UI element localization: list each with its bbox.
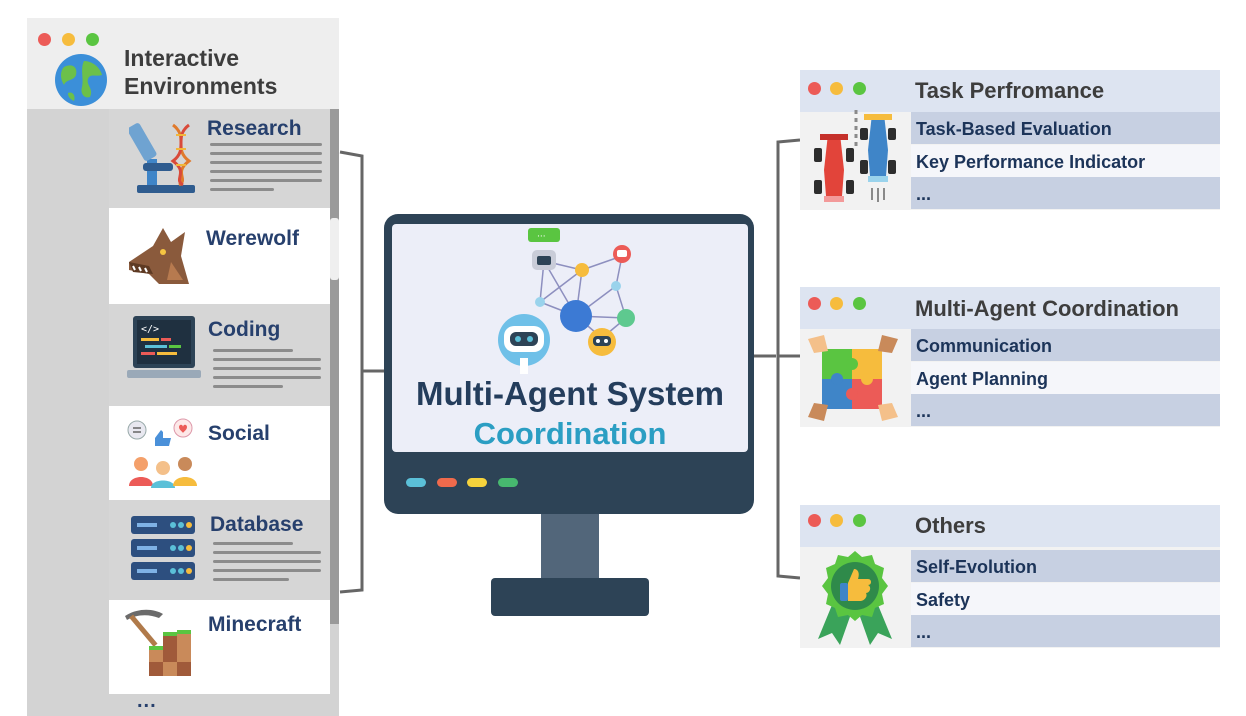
werewolf-icon xyxy=(129,228,189,284)
panel-title: Multi-Agent Coordination xyxy=(915,296,1179,321)
more-environments: ... xyxy=(137,690,157,712)
text-lines xyxy=(213,542,321,587)
panel-header xyxy=(800,505,1220,547)
panel-row: Communication xyxy=(911,329,1220,361)
scrollbar-track[interactable] xyxy=(330,109,339,624)
row-label: ... xyxy=(916,622,932,642)
microscope-dna-icon xyxy=(129,123,195,193)
title-line-2: Environments xyxy=(124,73,278,99)
panel-row: ... xyxy=(911,615,1220,647)
panel-row: Agent Planning xyxy=(911,362,1220,394)
row-label: ... xyxy=(916,401,932,421)
monitor-screen xyxy=(392,224,748,452)
agent-network-icon: ··· xyxy=(498,228,635,374)
env-label-research: Research xyxy=(207,117,302,140)
monitor-indicator-yellow xyxy=(467,478,487,487)
close-dot xyxy=(808,82,821,95)
env-label-coding: Coding xyxy=(208,318,281,341)
env-item-research: Research xyxy=(109,109,330,208)
monitor-stand-neck xyxy=(541,514,599,580)
title-line-1: Interactive xyxy=(124,45,240,71)
row-label: Task-Based Evaluation xyxy=(916,119,1112,139)
env-item-minecraft: Minecraft xyxy=(109,600,330,694)
monitor-title-sub: Coordination xyxy=(473,416,667,451)
env-item-coding: </> Coding xyxy=(109,304,330,406)
panel-row: Safety xyxy=(911,583,1220,615)
panel-task-performance: Task Perfromance Task-Based Evaluation K… xyxy=(800,70,1220,210)
close-dot xyxy=(808,514,821,527)
database-server-icon xyxy=(131,516,195,580)
environments-title: Interactive Environments xyxy=(124,44,277,100)
svg-text:</>: </> xyxy=(141,324,159,335)
env-label-social: Social xyxy=(208,422,270,445)
row-label: Safety xyxy=(916,590,971,610)
row-label: ... xyxy=(916,184,932,204)
row-label: Key Performance Indicator xyxy=(916,152,1146,172)
laptop-code-icon: </> xyxy=(127,316,201,378)
close-dot xyxy=(38,33,51,46)
monitor-title-main: Multi-Agent System xyxy=(415,375,725,412)
race-cars-icon xyxy=(814,110,896,202)
globe-icon xyxy=(55,54,107,106)
row-label: Agent Planning xyxy=(916,369,1048,389)
window-controls xyxy=(38,33,108,47)
pickaxe-blocks-icon xyxy=(125,609,191,676)
monitor-indicator-cyan xyxy=(406,478,426,487)
monitor-indicator-red xyxy=(437,478,457,487)
panel-multi-agent-coordination: Multi-Agent Coordination Communication A… xyxy=(800,287,1220,427)
env-label-werewolf: Werewolf xyxy=(206,227,299,250)
svg-text:···: ··· xyxy=(537,232,546,242)
env-label-minecraft: Minecraft xyxy=(208,613,302,636)
row-label: Communication xyxy=(916,336,1053,356)
monitor-indicator-green xyxy=(498,478,518,487)
panel-row: Task-Based Evaluation xyxy=(911,112,1220,144)
text-lines xyxy=(213,349,321,394)
maximize-dot xyxy=(853,82,866,95)
panel-row: ... xyxy=(911,394,1220,426)
text-lines xyxy=(210,143,322,197)
row-label: Self-Evolution xyxy=(916,557,1037,577)
maximize-dot xyxy=(86,33,99,46)
env-item-social: Social xyxy=(109,406,330,500)
env-item-werewolf: Werewolf xyxy=(109,208,330,304)
panel-header xyxy=(800,287,1220,329)
minimize-dot xyxy=(62,33,75,46)
env-item-database: Database xyxy=(109,500,330,600)
panel-row: ... xyxy=(911,177,1220,209)
panel-others: Others Self-Evolution Safety ... xyxy=(800,505,1220,648)
close-dot xyxy=(808,297,821,310)
scrollbar-thumb[interactable] xyxy=(330,218,339,280)
panel-row: Key Performance Indicator xyxy=(911,145,1220,177)
panel-row: Self-Evolution xyxy=(911,550,1220,582)
panel-title: Others xyxy=(915,513,986,538)
maximize-dot xyxy=(853,514,866,527)
panel-title: Task Perfromance xyxy=(915,78,1105,103)
award-badge-icon xyxy=(818,551,892,645)
minimize-dot xyxy=(830,297,843,310)
social-people-icon xyxy=(127,418,197,488)
maximize-dot xyxy=(853,297,866,310)
panel-header xyxy=(800,70,1220,112)
minimize-dot xyxy=(830,514,843,527)
minimize-dot xyxy=(830,82,843,95)
puzzle-icon xyxy=(808,335,898,421)
env-label-database: Database xyxy=(210,513,304,536)
monitor-stand-base xyxy=(491,578,649,616)
